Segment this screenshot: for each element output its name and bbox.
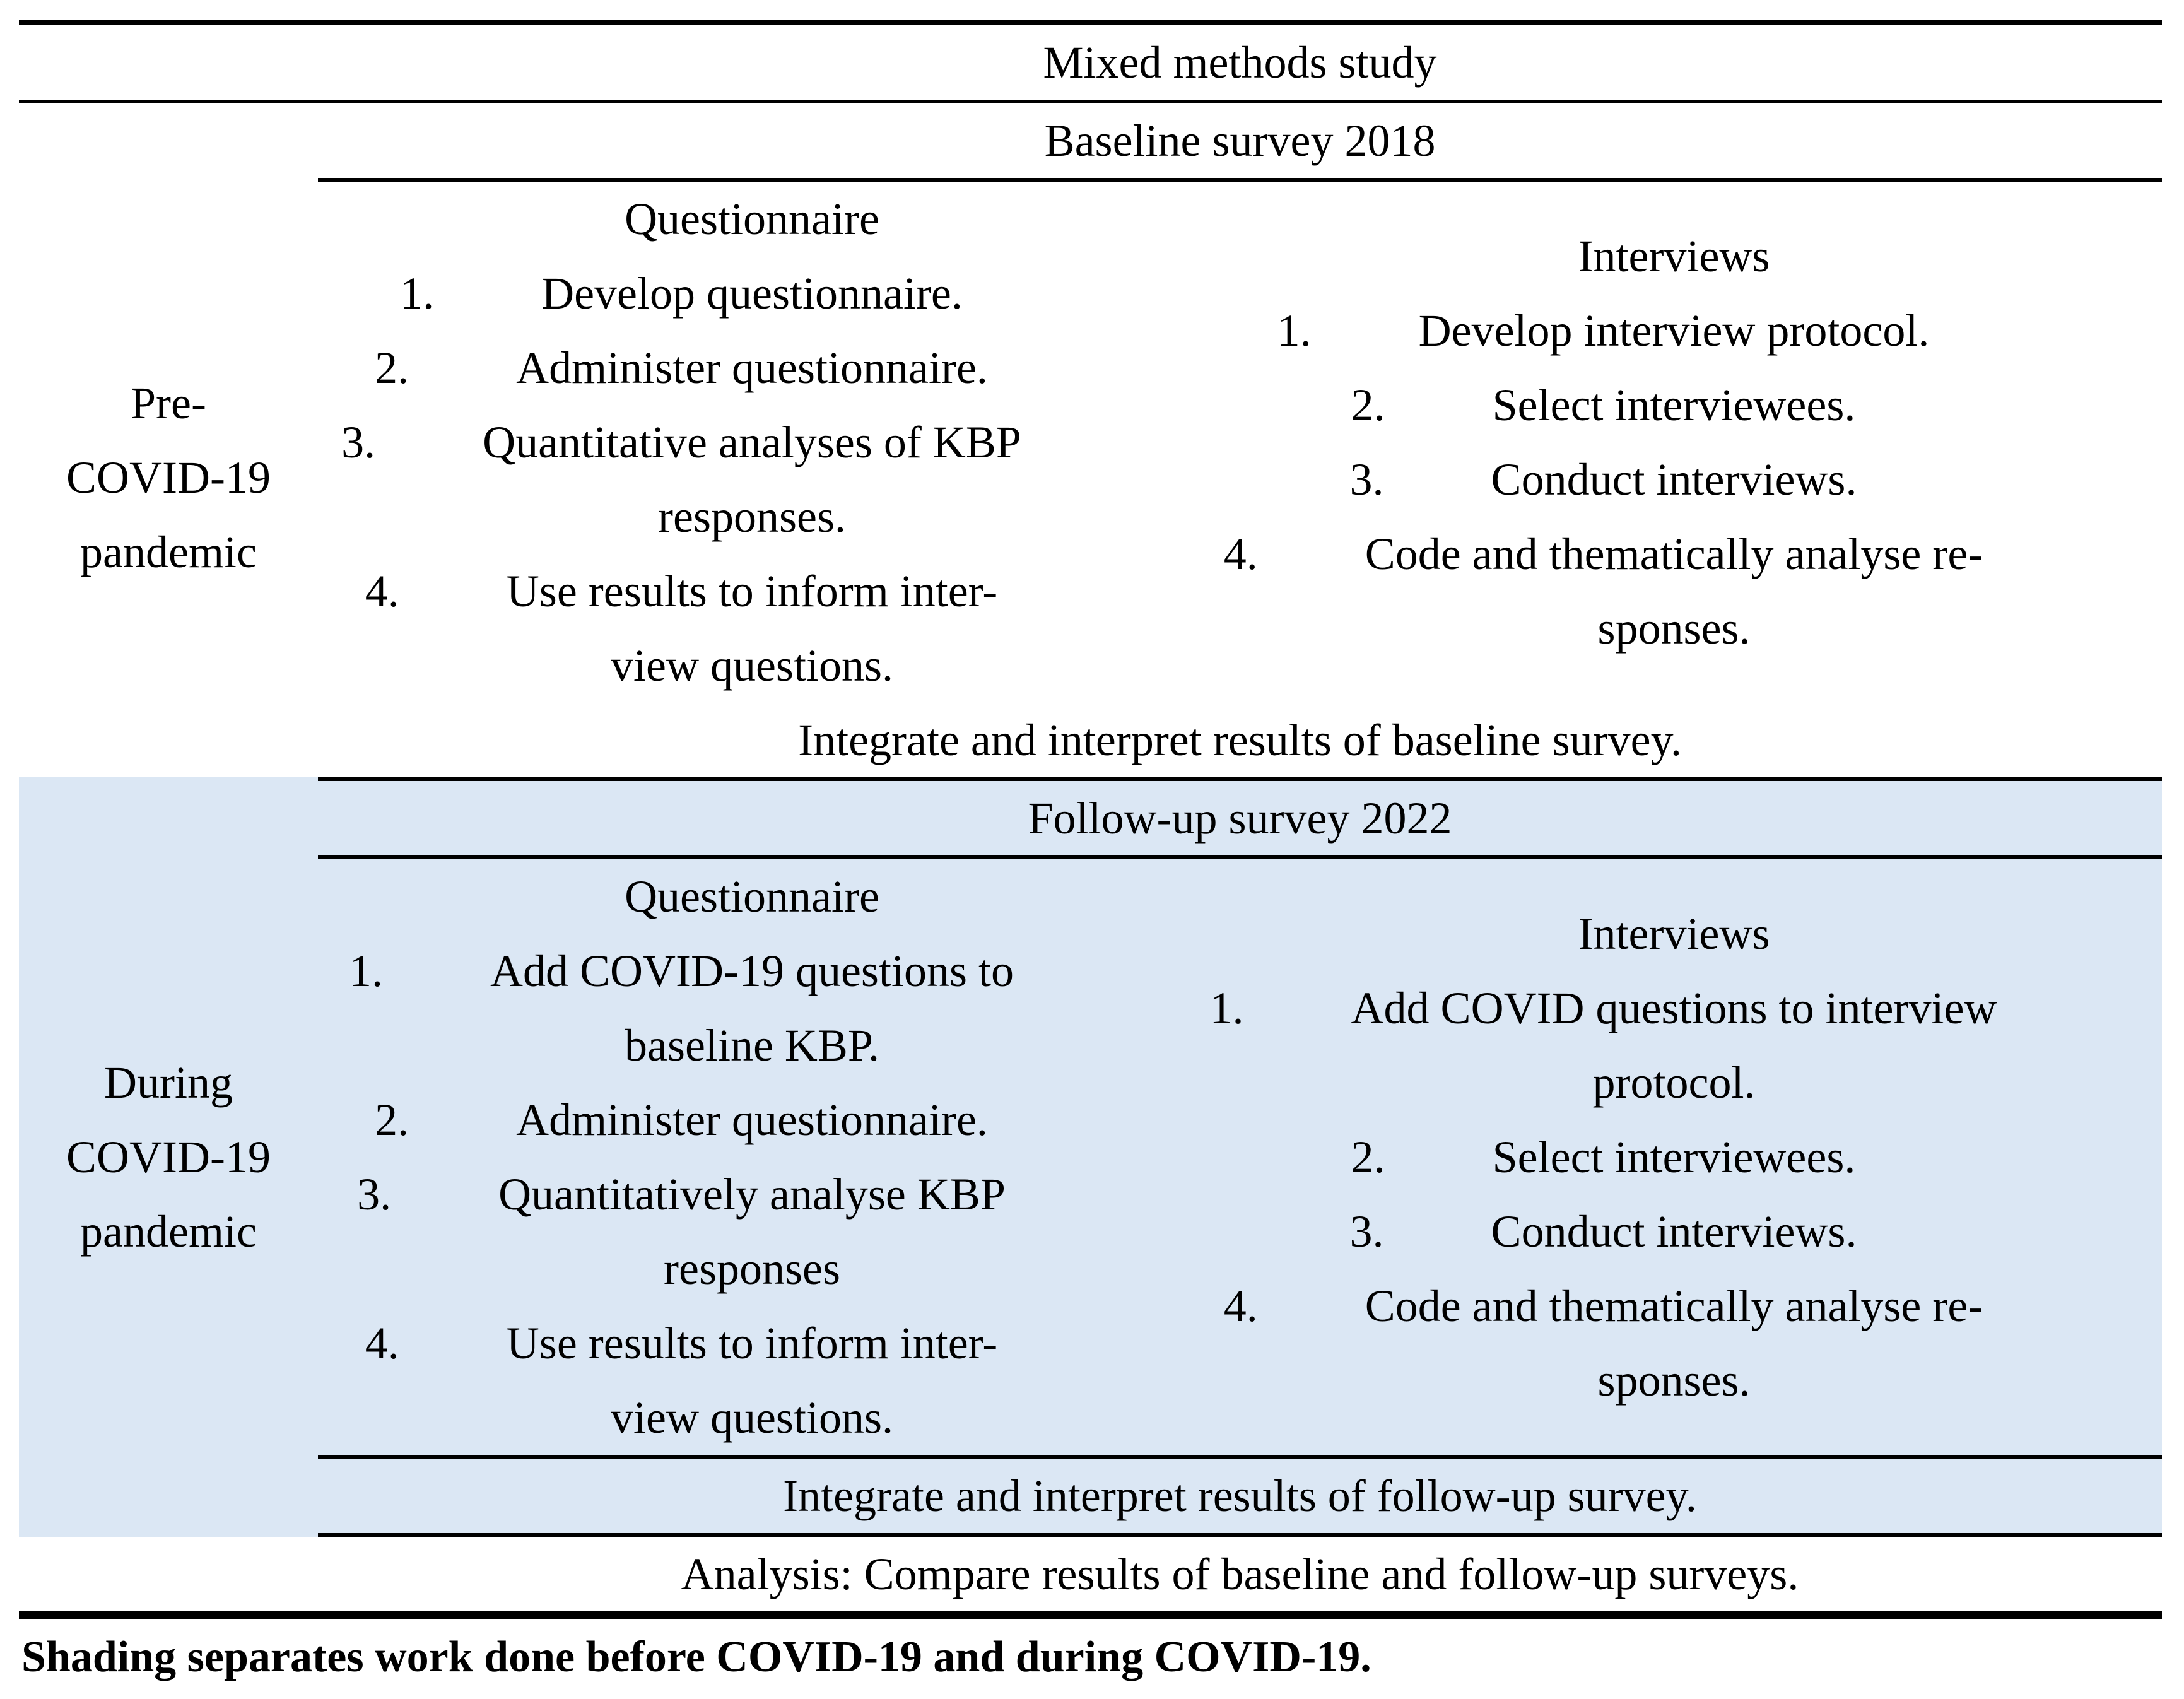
list-item: 1. Add COVID questions to interview — [1186, 971, 2162, 1045]
list-number: 3. — [341, 417, 376, 467]
list-number: 3. — [1349, 454, 1384, 505]
list-item: 4. Code and thematically analyse re- — [1186, 1269, 2162, 1343]
list-text: responses — [664, 1243, 840, 1294]
list-item-continuation: responses — [318, 1232, 1186, 1306]
list-text: Code and thematically analyse re- — [1365, 529, 1983, 579]
list-item-continuation: baseline KBP. — [318, 1008, 1186, 1083]
baseline-content: Questionnaire 1. Develop questionnaire. 2… — [318, 178, 2162, 777]
list-text: Administer questionnaire. — [516, 1095, 988, 1145]
table-title: Mixed methods study — [1043, 37, 1437, 88]
list-number: 2. — [1351, 1132, 1385, 1182]
baseline-integrate-row: Integrate and interpret results of basel… — [798, 715, 1682, 765]
list-item: 3. Quantitatively analyse KBP — [318, 1157, 1186, 1232]
list-item: 1. Develop interview protocol. — [1186, 293, 2162, 368]
list-item-continuation: responses. — [318, 479, 1186, 554]
list-text: sponses. — [1597, 603, 1751, 654]
list-item: 3. Conduct interviews. — [1186, 442, 2162, 517]
list-item: 2. Select interviewees. — [1186, 1120, 2162, 1194]
list-item: 3. Quantitative analyses of KBP — [318, 405, 1186, 479]
row-label-line: pandemic — [80, 527, 257, 577]
during-covid-section: During COVID-19 pandemic Follow-up surve… — [19, 777, 2162, 1537]
list-number: 2. — [375, 1095, 409, 1145]
list-text: Administer questionnaire. — [516, 343, 988, 393]
list-item: 1. Develop questionnaire. — [318, 256, 1186, 331]
figure-caption: Shading separates work done before COVID… — [21, 1633, 1371, 1681]
list-number: 4. — [365, 1318, 399, 1368]
during-content: Follow-up survey 2022 Questionnaire 1. Ad… — [318, 777, 2162, 1537]
during-questionnaire-cell: Questionnaire 1. Add COVID-19 questions t… — [318, 859, 1186, 1455]
list-item: 2. Administer questionnaire. — [318, 331, 1186, 405]
table-title-row: Mixed methods study — [19, 25, 2162, 103]
row-label-during-covid: During COVID-19 pandemic — [19, 777, 318, 1537]
list-text: baseline KBP. — [625, 1020, 879, 1071]
list-item: 2. Select interviewees. — [1186, 368, 2162, 442]
column-heading-interviews: Interviews — [1578, 908, 1770, 959]
list-number: 4. — [365, 566, 399, 616]
during-interviews-cell: Interviews 1. Add COVID questions to inte… — [1186, 859, 2162, 1455]
list-text: protocol. — [1592, 1057, 1756, 1108]
list-text: Use results to inform inter- — [506, 566, 998, 616]
list-text: Develop questionnaire. — [541, 268, 963, 319]
list-item: 1. Add COVID-19 questions to — [318, 934, 1186, 1008]
column-heading-interviews: Interviews — [1578, 231, 1770, 281]
list-text: Conduct interviews. — [1491, 454, 1857, 505]
list-text: view questions. — [611, 1392, 893, 1443]
baseline-questionnaire-cell: Questionnaire 1. Develop questionnaire. 2… — [318, 182, 1186, 703]
list-number: 1. — [1209, 983, 1244, 1033]
list-text: sponses. — [1597, 1355, 1751, 1406]
list-text: Use results to inform inter- — [506, 1318, 998, 1368]
list-text: Code and thematically analyse re- — [1365, 1281, 1983, 1331]
list-item: 4. Use results to inform inter- — [318, 1306, 1186, 1380]
list-item: 2. Administer questionnaire. — [318, 1083, 1186, 1157]
list-text: Quantitative analyses of KBP — [483, 417, 1021, 467]
row-label-line: COVID-19 — [66, 452, 271, 503]
list-number: 2. — [1351, 380, 1385, 430]
list-number: 4. — [1223, 1281, 1258, 1331]
list-number: 1. — [349, 946, 384, 996]
list-text: Select interviewees. — [1492, 380, 1856, 430]
list-number: 2. — [375, 343, 409, 393]
analysis-row: Analysis: Compare results of baseline an… — [681, 1549, 1799, 1599]
row-label-line: pandemic — [80, 1206, 257, 1257]
list-text: Conduct interviews. — [1491, 1206, 1857, 1257]
list-number: 1. — [400, 268, 435, 319]
column-heading-questionnaire: Questionnaire — [625, 871, 879, 922]
baseline-section: Pre- COVID-19 pandemic Questionnaire 1. D… — [19, 178, 2162, 777]
row-label-pre-covid: Pre- COVID-19 pandemic — [19, 178, 318, 777]
followup-integrate-row: Integrate and interpret results of follo… — [318, 1455, 2162, 1533]
list-text: Select interviewees. — [1492, 1132, 1856, 1182]
list-text: Develop interview protocol. — [1418, 305, 1930, 356]
mixed-methods-table: Mixed methods study Baseline survey 2018… — [19, 20, 2162, 1619]
row-label-line: COVID-19 — [66, 1132, 271, 1182]
list-item-continuation: view questions. — [318, 1380, 1186, 1455]
during-columns: Questionnaire 1. Add COVID-19 questions t… — [318, 859, 2162, 1455]
list-number: 3. — [357, 1169, 392, 1220]
list-text: view questions. — [611, 640, 893, 691]
list-text: Add COVID-19 questions to — [490, 946, 1014, 996]
baseline-interviews-cell: Interviews 1. Develop interview protocol.… — [1186, 182, 2162, 703]
baseline-columns: Questionnaire 1. Develop questionnaire. 2… — [318, 182, 2162, 703]
list-number: 3. — [1349, 1206, 1384, 1257]
followup-survey-header: Follow-up survey 2022 — [318, 781, 2162, 859]
list-item-continuation: sponses. — [1186, 591, 2162, 666]
list-text: Add COVID questions to interview — [1351, 983, 1997, 1033]
baseline-survey-header-row: Baseline survey 2018 — [19, 103, 2162, 178]
baseline-survey-header: Baseline survey 2018 — [1044, 115, 1436, 166]
list-item-continuation: view questions. — [318, 628, 1186, 703]
list-number: 1. — [1277, 305, 1312, 356]
list-item: 3. Conduct interviews. — [1186, 1194, 2162, 1269]
list-item: 4. Use results to inform inter- — [318, 554, 1186, 628]
list-number: 4. — [1223, 529, 1258, 579]
column-heading-questionnaire: Questionnaire — [625, 194, 879, 244]
row-label-line: Pre- — [131, 378, 206, 428]
list-item: 4. Code and thematically analyse re- — [1186, 517, 2162, 591]
list-text: Quantitatively analyse KBP — [498, 1169, 1006, 1220]
list-item-continuation: sponses. — [1186, 1343, 2162, 1418]
row-label-line: During — [104, 1057, 233, 1108]
list-text: responses. — [658, 491, 846, 542]
list-item-continuation: protocol. — [1186, 1045, 2162, 1120]
